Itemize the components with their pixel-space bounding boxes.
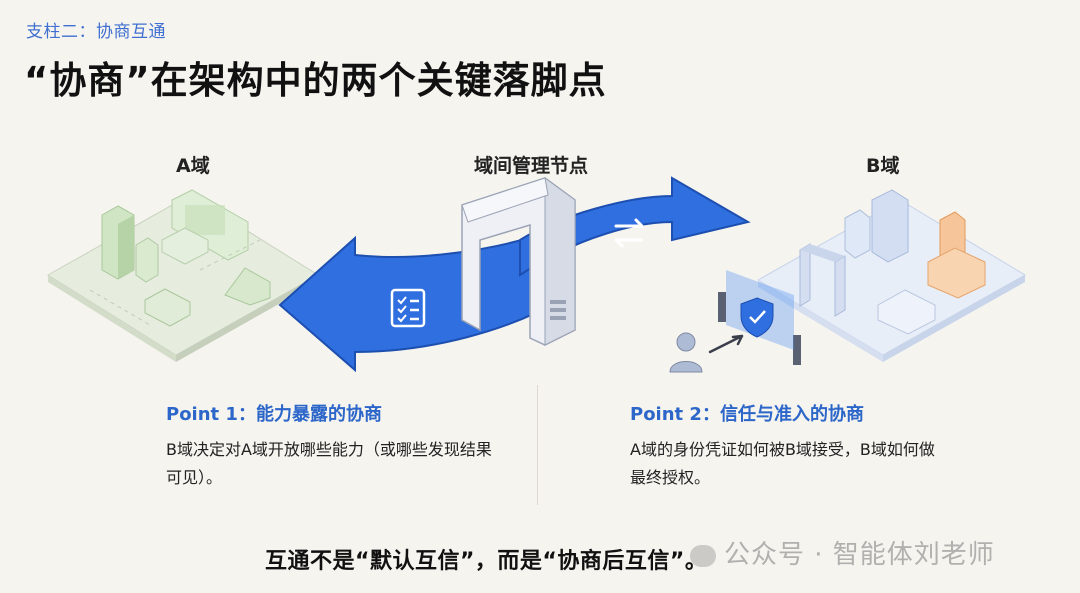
trust-gate bbox=[718, 270, 801, 365]
watermark: 公众号 · 智能体刘老师 bbox=[690, 534, 995, 571]
management-node-gateway bbox=[461, 177, 576, 346]
user-icon bbox=[669, 332, 703, 373]
page-title: “协商”在架构中的两个关键落脚点 bbox=[24, 59, 607, 102]
swap-arrows-icon bbox=[614, 218, 644, 248]
shield-check-icon bbox=[740, 297, 774, 338]
points-divider bbox=[537, 385, 538, 505]
point-1-title: Point 1：能力暴露的协商 bbox=[166, 404, 382, 425]
capability-exposure-arrow bbox=[278, 226, 561, 373]
domain-b-platform bbox=[757, 189, 1026, 362]
management-node-label: 域间管理节点 bbox=[474, 155, 589, 177]
point-2-title: Point 2：信任与准入的协商 bbox=[630, 404, 864, 425]
point-1-description: B域决定对A域开放哪些能力（或哪些发现结果可见）。 bbox=[166, 440, 492, 487]
domain-a-platform bbox=[47, 189, 319, 362]
access-arrow-icon bbox=[708, 334, 744, 354]
section-eyebrow: 支柱二：协商互通 bbox=[26, 22, 166, 42]
domain-a-label: A域 bbox=[176, 155, 210, 177]
wechat-icon bbox=[690, 544, 716, 567]
domain-b-label: B域 bbox=[866, 155, 900, 177]
checklist-icon bbox=[390, 288, 426, 328]
conclusion-text: 互通不是“默认互信”，而是“协商后互信”。 bbox=[265, 549, 708, 574]
watermark-text: 公众号 · 智能体刘老师 bbox=[724, 540, 995, 570]
point-2-description: A域的身份凭证如何被B域接受，B域如何做最终授权。 bbox=[630, 440, 935, 487]
